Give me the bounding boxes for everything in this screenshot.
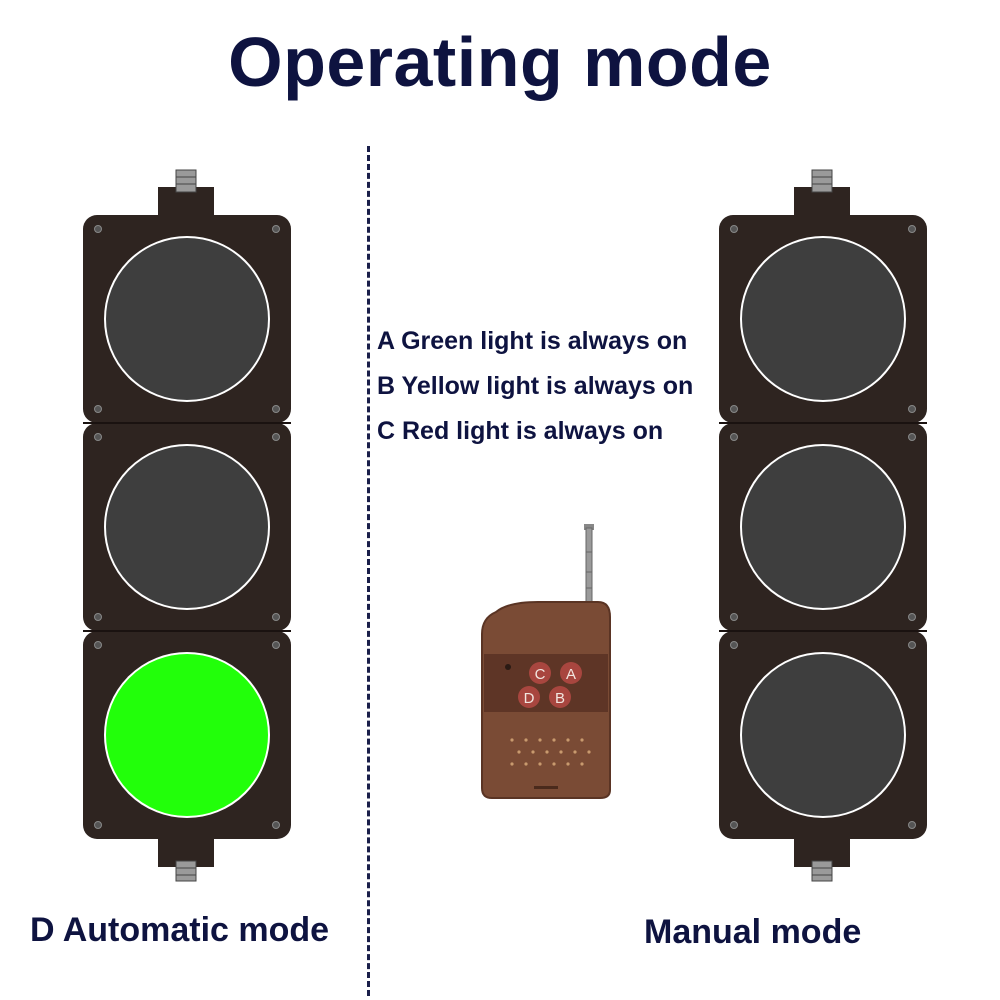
remote-button-d: D bbox=[518, 686, 540, 708]
traffic-light-automatic-graphic bbox=[83, 169, 291, 882]
traffic-light-manual-graphic bbox=[719, 169, 927, 882]
remote-button-b: B bbox=[549, 686, 571, 708]
remote-button-label-c: C bbox=[535, 666, 546, 683]
lamp-top bbox=[104, 236, 270, 402]
legend-item-c: C Red light is always on bbox=[377, 417, 664, 445]
remote-button-label-d: D bbox=[524, 690, 535, 707]
dashed-divider bbox=[367, 146, 370, 996]
automatic-mode-label: D Automatic mode bbox=[30, 911, 330, 949]
remote-control-graphic: C A D B bbox=[481, 524, 611, 799]
legend-item-a: A Green light is always on bbox=[377, 327, 688, 355]
lamp-top bbox=[740, 236, 906, 402]
manual-mode-label: Manual mode bbox=[644, 913, 862, 951]
page-title: Operating mode bbox=[228, 23, 772, 101]
remote-button-a: A bbox=[560, 662, 582, 684]
lamp-bottom-green bbox=[104, 652, 270, 818]
lamp-bottom bbox=[740, 652, 906, 818]
remote-control: C A D B bbox=[478, 522, 614, 800]
remote-button-c: C bbox=[529, 662, 551, 684]
traffic-light-manual bbox=[716, 165, 936, 885]
legend-item-b: B Yellow light is always on bbox=[377, 372, 694, 400]
remote-button-label-a: A bbox=[566, 666, 576, 683]
traffic-light-automatic bbox=[80, 165, 300, 885]
remote-button-label-b: B bbox=[555, 690, 565, 707]
mode-legend: A Green light is always on B Yellow ligh… bbox=[377, 324, 737, 459]
lamp-middle bbox=[740, 444, 906, 610]
lamp-middle bbox=[104, 444, 270, 610]
